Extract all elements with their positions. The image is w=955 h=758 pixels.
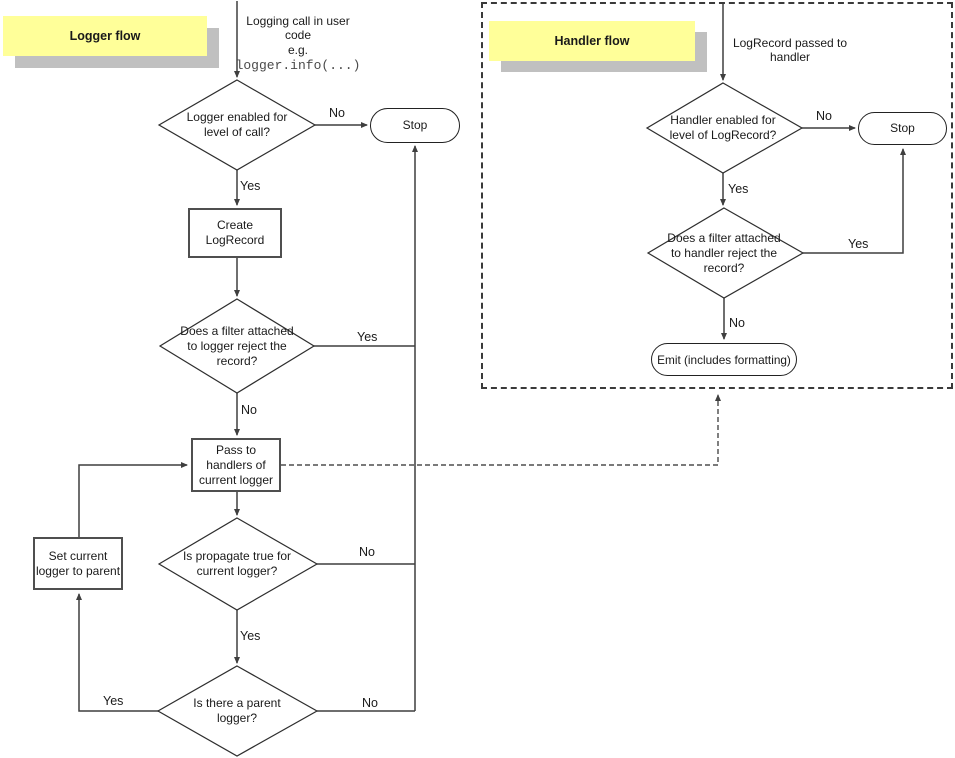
edge-label-handler-level-no: No bbox=[816, 109, 832, 123]
logger-entry-text: Logging call in user code e.g. bbox=[246, 14, 350, 57]
logger-stop-node: Stop bbox=[370, 108, 460, 143]
parent-logger-decision-shape bbox=[156, 665, 319, 757]
edge-label-propagate-no: No bbox=[359, 545, 375, 559]
edge-label-filter-no: No bbox=[241, 403, 257, 417]
propagate-decision-shape bbox=[157, 517, 319, 611]
handler-filter-decision: Does a filter attached to handler reject… bbox=[667, 230, 781, 275]
handler-entry-annotation: LogRecord passed to handler bbox=[732, 36, 848, 65]
handler-stop-node: Stop bbox=[858, 112, 947, 145]
edge-label-propagate-yes: Yes bbox=[240, 629, 261, 643]
handler-level-decision-shape bbox=[645, 82, 804, 174]
handler-flow-box bbox=[481, 2, 953, 389]
logger-flow-note: Logger flow bbox=[3, 16, 207, 56]
edge-label-filter-yes: Yes bbox=[357, 330, 378, 344]
emit-node: Emit (includes formatting) bbox=[651, 343, 797, 376]
logger-entry-annotation: Logging call in user code e.g. logger.in… bbox=[227, 14, 369, 73]
logger-filter-decision: Does a filter attached to logger reject … bbox=[180, 323, 294, 368]
logger-flow-title: Logger flow bbox=[69, 29, 141, 43]
parent-logger-decision: Is there a parent logger? bbox=[193, 696, 281, 725]
pass-to-handlers-node: Pass to handlers of current logger bbox=[191, 438, 281, 492]
handler-flow-note: Handler flow bbox=[489, 21, 695, 61]
edge-label-parent-yes: Yes bbox=[103, 694, 124, 708]
create-logrecord-label: Create LogRecord bbox=[205, 218, 265, 247]
edge-label-handler-filter-yes: Yes bbox=[848, 237, 869, 251]
pass-to-handlers-label: Pass to handlers of current logger bbox=[198, 442, 274, 487]
edge-label-level-yes: Yes bbox=[240, 179, 261, 193]
create-logrecord-node: Create LogRecord bbox=[188, 208, 282, 258]
edge-pass-to-handler-flow-dashed bbox=[281, 394, 721, 466]
edge-label-parent-no: No bbox=[362, 696, 378, 710]
set-current-logger-node: Set current logger to parent bbox=[33, 537, 123, 590]
emit-label: Emit (includes formatting) bbox=[657, 352, 791, 367]
set-current-logger-label: Set current logger to parent bbox=[35, 548, 121, 578]
edge-handler-filter-yes-to-stop bbox=[803, 148, 906, 254]
logger-level-decision: Logger enabled for level of call? bbox=[186, 110, 288, 139]
logger-stop-label: Stop bbox=[402, 118, 428, 132]
handler-level-decision: Handler enabled for level of LogRecord? bbox=[669, 113, 777, 142]
logger-entry-code: logger.info(...) bbox=[235, 58, 361, 74]
edge-parent-yes-to-setparent bbox=[76, 593, 159, 712]
edge-label-handler-level-yes: Yes bbox=[728, 182, 749, 196]
propagate-decision: Is propagate true for current logger? bbox=[182, 549, 292, 578]
edge-label-handler-filter-no: No bbox=[729, 316, 745, 330]
logger-filter-decision-shape bbox=[158, 298, 316, 394]
logger-level-decision-shape bbox=[157, 79, 317, 171]
handler-stop-label: Stop bbox=[890, 121, 915, 135]
edge-setparent-to-pass bbox=[78, 462, 188, 537]
handler-filter-decision-shape bbox=[646, 207, 805, 299]
handler-flow-title: Handler flow bbox=[554, 34, 630, 48]
edge-label-level-no: No bbox=[329, 106, 345, 120]
